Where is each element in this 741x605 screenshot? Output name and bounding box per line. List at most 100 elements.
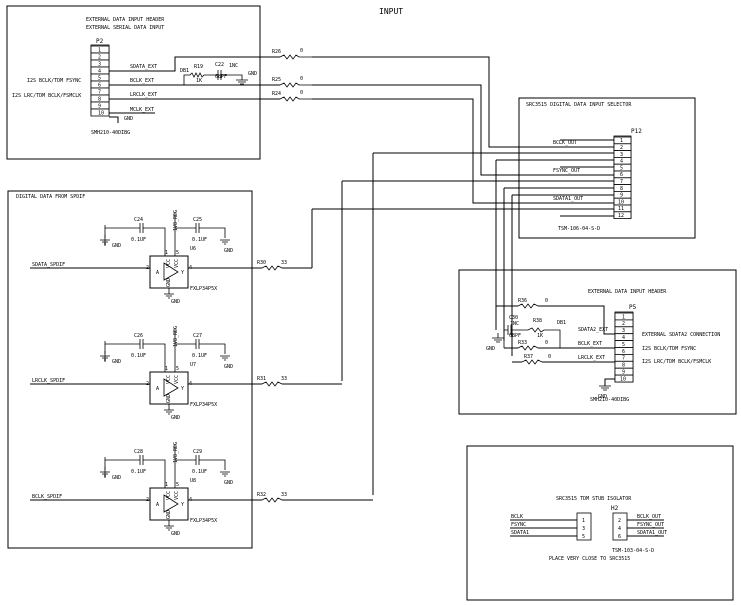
p5-pin-number: 8 [622,363,625,369]
h2-net-bclk: BCLK [511,514,523,520]
p2-pin-number: 8 [98,97,101,103]
buffer-pin-5: 5 [176,482,179,488]
buffer-pin-5: 5 [176,366,179,372]
cap-right-val: 0.1UF [192,469,207,475]
r38-ref: R38 [533,318,542,324]
buffer-ref: U7 [190,362,196,368]
p2-label-bclk-fsync: I2S BCLK/TDM FSYNC [27,78,81,84]
buffer-gnd-pin: GND [166,510,172,519]
series-r-val: 33 [281,260,287,266]
p5-label-bclk-fsync: I2S BCLK/TDM FSYNC [642,346,696,352]
p12-pin-number: 6 [620,172,623,178]
series-r-val: 33 [281,376,287,382]
net-lrclk-ext: LRCLK_EXT [130,92,157,98]
selector-title: SRC3515 DIGITAL DATA INPUT SELECTOR [526,102,632,108]
buffer-pin-a: A [156,502,159,508]
buffer-pin-1: 1 [165,366,168,372]
selector-block [518,97,696,239]
h2-net-bclk-out: BCLK_OUT [637,514,661,520]
buffer-ic [149,371,189,405]
p2-pin-number: 9 [98,104,101,110]
p5-label-lrc-bclk: I2S LRC/TDM BCLK/FSMCLK [642,359,711,365]
p12-pin-number: 8 [620,186,623,192]
buffer-pin-a: A [156,386,159,392]
r26-val: 0 [300,48,303,54]
net-sdata2-ext: SDATA2_EXT [578,327,608,333]
cap-left-val: 0.1UF [131,353,146,359]
p12-pin-number: 10 [618,199,624,205]
cap-right-ref: C25 [193,217,202,223]
r25-ref: R25 [272,77,281,83]
series-r-val: 33 [281,492,287,498]
h2-pin-left: 1 [582,518,585,524]
r25-val: 0 [300,76,303,82]
cap-left-ref: C28 [134,449,143,455]
buffer-gnd: GND [171,415,180,421]
r33-val: 0 [545,340,548,346]
h2-net-fsync: FSYNC [511,522,526,528]
p5-pin-number: 9 [622,370,625,376]
p2-pin-number: 10 [98,111,104,117]
p5-nc: 1NC [510,321,519,327]
p5-rc-gnd: GND [486,346,495,352]
isolator-note: PLACE VERY CLOSE TO SRC3515 [549,556,630,562]
p2-part: SMH210-40DIBG [91,130,130,136]
p5-ref: P5 [629,304,637,311]
cap-right-val: 0.1UF [192,353,207,359]
p12-pin-number: 2 [620,145,623,151]
cap-right-ref: C29 [193,449,202,455]
p2-label-lrc-bclk: I2S LRC/TDM BCLK/FSMCLK [12,93,81,99]
p12-pin-number: 5 [620,165,623,171]
r26: R26 0 [272,48,312,60]
net-bclk-ext: BCLK_EXT [130,78,154,84]
r38-val: 1K [537,333,543,339]
h2-net-sdata1-out: SDATA1_OUT [637,530,667,536]
buffer-ic [149,255,189,289]
buffer-part: FXLP34P5X [190,286,217,292]
buffer-gnd: GND [171,299,180,305]
p12-pin-cell [613,211,632,220]
gnd-left: GND [112,243,121,249]
r24-ref: R24 [272,91,281,97]
p5-gnd: GND [598,394,607,400]
spdif-input-net: LRCLK_SPDIF [32,378,65,384]
p12-part: TSM-106-04-S-D [558,226,600,232]
r36-val: 0 [545,298,548,304]
gnd-right: GND [224,364,233,370]
r33-ref: R33 [518,340,527,346]
p2-pin-number: 1 [98,48,101,54]
c22-ref: C22 [215,62,224,68]
spdif-input-net: SDATA_SPDIF [32,262,65,268]
buffer-gnd-pin: GND [166,278,172,287]
buffer-ref: U6 [190,246,196,252]
h2-ref: H2 [611,505,619,512]
spdif-title: DIGITAL DATA FROM SPDIF [16,194,85,200]
buffer-vcc-pin: VCC [166,259,172,268]
p12-pin-number: 12 [618,213,624,219]
h2-net-sdata1: SDATA1 [511,530,529,536]
cap-left-val: 0.1UF [131,469,146,475]
cap-left-ref: C24 [134,217,143,223]
h2-pin-right: 6 [618,534,621,540]
p2-pin-number: 5 [98,76,101,82]
vreg-label: 1V8_REG [173,442,179,463]
r37-ref: R37 [524,354,533,360]
p5-pin-number: 1 [622,314,625,320]
p5-pin-number: 7 [622,356,625,362]
buffer-vcc-pin-2: VCC [174,375,180,384]
buffer-pin-1: 1 [165,250,168,256]
p5-pin-number: 10 [620,376,626,382]
db1-ref: DB1 [180,68,189,74]
p12-pin-number: 1 [620,138,623,144]
p5-pin-number: 6 [622,349,625,355]
buffer-part: FXLP34P5X [190,518,217,524]
p2-pin-number: 7 [98,90,101,96]
h2-pin-right: 2 [618,518,621,524]
p5-pin-number: 2 [622,321,625,327]
buffer-pin-y: Y [181,502,184,508]
external-header-title: EXTERNAL DATA INPUT HEADER [86,17,165,23]
cap-right-val: 0.1UF [192,237,207,243]
